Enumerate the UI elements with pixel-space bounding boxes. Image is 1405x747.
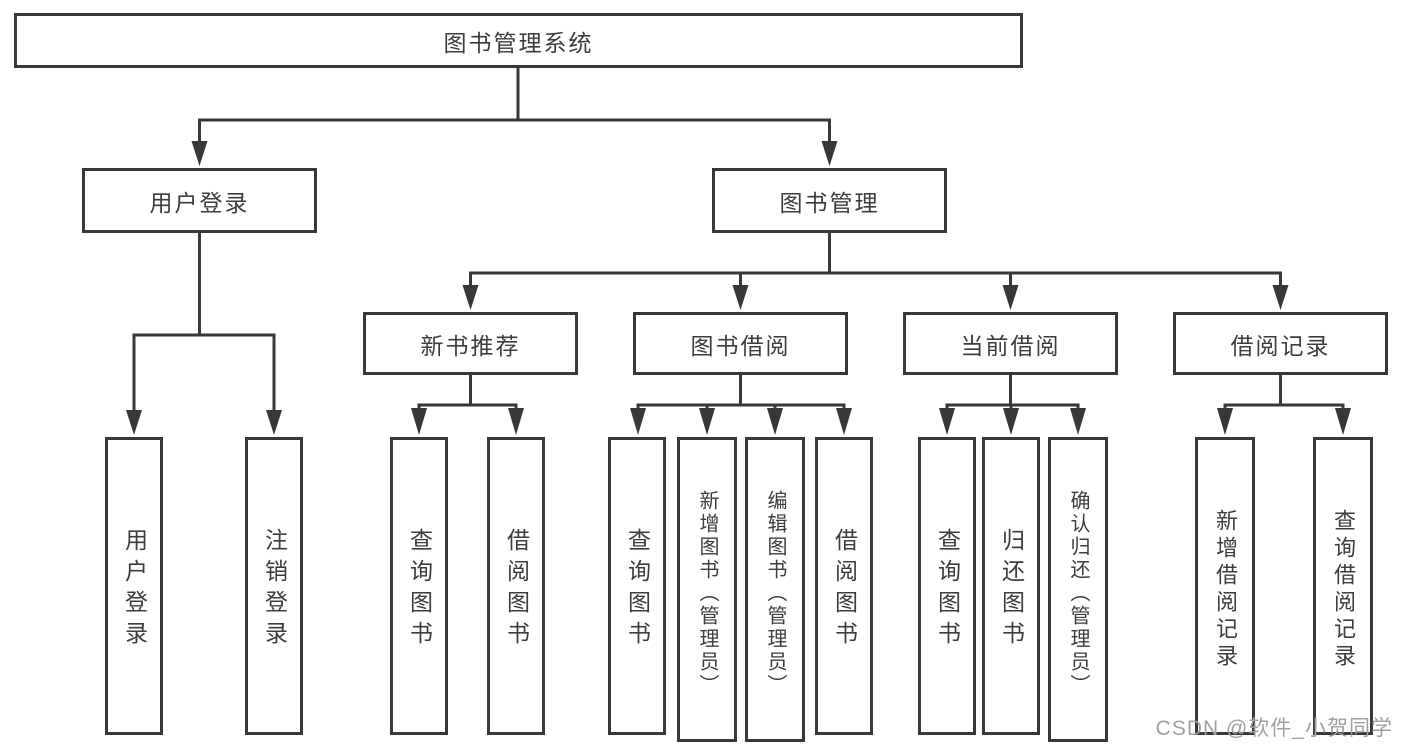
- connector-book-borrow-children: [636, 373, 846, 412]
- arrowhead-current-borrow: [1002, 285, 1019, 310]
- leaf-query-borrow-record: 查询借阅记录: [1313, 437, 1373, 735]
- leaf-add-book-admin: 新增图书（管理员）: [677, 437, 737, 742]
- arrowhead-leaf: [939, 408, 955, 435]
- arrowhead-new-book-rec: [462, 285, 479, 310]
- arrowhead-leaf: [699, 408, 715, 435]
- arrowhead-logout-leaf: [266, 410, 282, 435]
- arrowhead-leaf: [630, 408, 646, 435]
- leaf-edit-book-admin: 编辑图书（管理员）: [745, 437, 805, 742]
- node-book-borrowing: 图书借阅: [633, 312, 848, 375]
- arrowhead-leaf: [767, 408, 783, 435]
- arrowhead-leaf: [411, 408, 427, 435]
- connector-current-borrow-children: [945, 373, 1080, 412]
- leaf-confirm-return-admin: 确认归还（管理员）: [1048, 437, 1108, 742]
- leaf-query-books-3: 查询图书: [918, 437, 976, 735]
- arrowhead-book-borrow: [732, 285, 749, 310]
- arrowhead-book-mgmt: [821, 141, 838, 166]
- connector-user-login-children: [132, 231, 276, 414]
- leaf-add-borrow-record: 新增借阅记录: [1195, 437, 1255, 735]
- node-user-login: 用户登录: [82, 168, 317, 233]
- arrowhead-login-leaf: [126, 410, 142, 435]
- arrowhead-leaf: [1003, 408, 1019, 435]
- leaf-logout: 注销登录: [245, 437, 303, 735]
- leaf-borrow-books-2: 借阅图书: [815, 437, 873, 735]
- arrowhead-leaf: [1070, 408, 1086, 435]
- node-library-system: 图书管理系统: [14, 13, 1023, 68]
- watermark: CSDN @软件_小贺同学: [1155, 717, 1393, 740]
- arrowhead-leaf: [1217, 408, 1233, 435]
- leaf-return-books: 归还图书: [982, 437, 1040, 735]
- node-book-management: 图书管理: [712, 168, 947, 233]
- connector-new-book-rec-children: [417, 373, 518, 412]
- connector-borrow-records-children: [1223, 373, 1345, 412]
- leaf-query-books-2: 查询图书: [608, 437, 666, 735]
- connector-book-mgmt-children: [469, 231, 1282, 288]
- node-borrowing-records: 借阅记录: [1173, 312, 1388, 375]
- arrowhead-leaf: [1335, 408, 1351, 435]
- arrowhead-user-login: [191, 141, 208, 166]
- leaf-user-login: 用户登录: [105, 437, 163, 735]
- arrowhead-borrow-records: [1272, 285, 1289, 310]
- arrowhead-leaf: [508, 408, 524, 435]
- leaf-borrow-books-1: 借阅图书: [487, 437, 545, 735]
- node-new-book-recommendation: 新书推荐: [363, 312, 578, 375]
- leaf-query-books-1: 查询图书: [390, 437, 448, 735]
- arrowhead-leaf: [836, 408, 852, 435]
- node-current-borrowing: 当前借阅: [903, 312, 1118, 375]
- connector-root-to-level2: [198, 66, 831, 145]
